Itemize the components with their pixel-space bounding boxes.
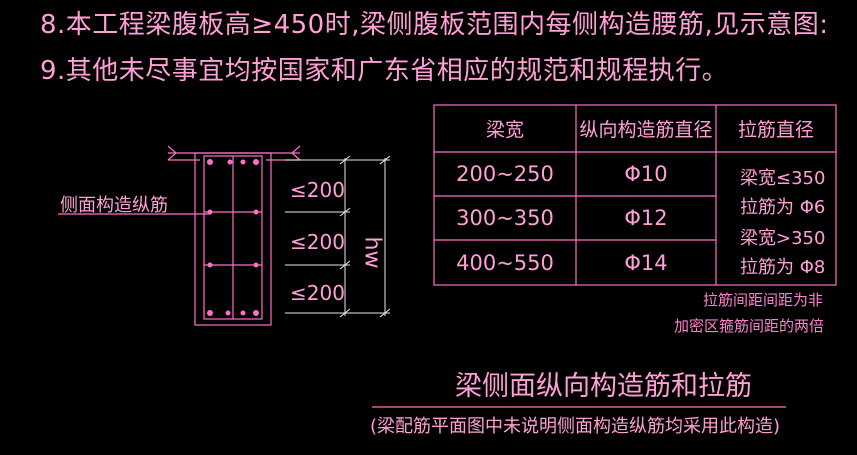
spacing-label-2: ≤200 bbox=[290, 230, 345, 254]
drawing-subtitle: (梁配筋平面图中未说明侧面构造纵筋均采用此构造) bbox=[370, 416, 781, 437]
tie-note-line-1: 拉筋间距间距为非 bbox=[703, 291, 824, 309]
note-8: 8.本工程梁腹板高≥450时,梁侧腹板范围内每侧构造腰筋,见示意图: bbox=[40, 10, 829, 40]
row3-width: 400~550 bbox=[456, 250, 554, 275]
header-tie-dia: 拉筋直径 bbox=[737, 119, 814, 141]
row3-dia: Φ14 bbox=[624, 250, 668, 275]
row2-dia: Φ12 bbox=[624, 206, 668, 230]
height-label: hw bbox=[359, 236, 385, 269]
drawing-title: 梁侧面纵向构造筋和拉筋 bbox=[455, 371, 752, 402]
spacing-label-1: ≤200 bbox=[290, 178, 345, 202]
tie-line-2: 拉筋为 Φ6 bbox=[740, 197, 826, 218]
dimension-lines bbox=[285, 155, 391, 318]
header-beam-width: 梁宽 bbox=[485, 119, 524, 141]
tie-line-4: 拉筋为 Φ8 bbox=[740, 257, 826, 278]
beam-section bbox=[194, 152, 272, 326]
tie-line-3: 梁宽>350 bbox=[740, 228, 826, 249]
spacing-label-3: ≤200 bbox=[290, 281, 345, 305]
header-rebar-dia: 纵向构造筋直径 bbox=[579, 119, 713, 141]
table-grid bbox=[433, 104, 837, 286]
row1-width: 200~250 bbox=[456, 162, 554, 186]
side-rebar-label: 侧面构造纵筋 bbox=[60, 195, 168, 216]
note-9: 9.其他未尽事宜均按国家和广东省相应的规范和规程执行。 bbox=[40, 56, 729, 86]
tie-note-line-2: 加密区箍筋间距的两倍 bbox=[674, 317, 825, 335]
row1-dia: Φ10 bbox=[624, 162, 668, 186]
rebar-dots bbox=[207, 159, 259, 316]
tie-line-1: 梁宽≤350 bbox=[740, 168, 826, 189]
row2-width: 300~350 bbox=[456, 206, 554, 230]
